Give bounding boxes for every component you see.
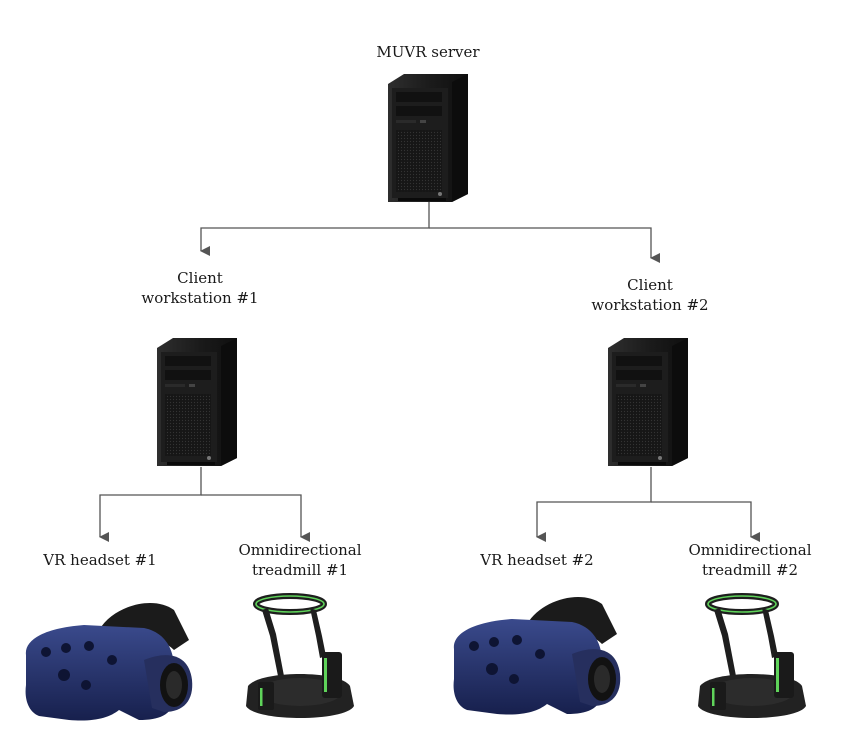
headset2-label: VR headset #2 [480,550,593,570]
client1-tower-icon [157,338,237,466]
client2-label: Client workstation #2 [591,275,708,315]
treadmill-2-icon [698,596,806,718]
treadmill1-label-line1: Omnidirectional [238,541,362,559]
treadmill2-label: Omnidirectional treadmill #2 [688,540,811,580]
treadmill1-label-line2: treadmill #1 [251,561,349,579]
client1-link-treadmill [201,494,310,542]
client2-label-line2: workstation #2 [591,296,709,314]
server-label: MUVR server [376,42,479,62]
server-link-1 [200,200,430,256]
server-link-2 [429,227,660,263]
treadmill2-label-line1: Omnidirectional [688,541,812,559]
connectors [99,200,760,542]
headset1-label: VR headset #1 [43,550,156,570]
client2-link-treadmill [651,501,760,542]
client1-label: Client workstation #1 [141,268,258,308]
client2-tower-icon [608,338,688,466]
server-label-text: MUVR server [376,43,480,61]
client2-label-line1: Client [627,276,673,294]
vr-headset-2-icon [453,596,621,715]
client1-link-headset [99,467,202,542]
headset2-label-text: VR headset #2 [480,551,594,569]
treadmill1-label: Omnidirectional treadmill #1 [238,540,361,580]
server-tower-icon [388,74,468,202]
headset1-label-text: VR headset #1 [43,551,157,569]
treadmill2-label-line2: treadmill #2 [701,561,799,579]
client1-label-line2: workstation #1 [141,289,259,307]
client2-link-headset [536,467,652,542]
vr-headset-1-icon [25,602,193,721]
treadmill-1-icon [246,596,354,718]
client1-label-line1: Client [177,269,223,287]
